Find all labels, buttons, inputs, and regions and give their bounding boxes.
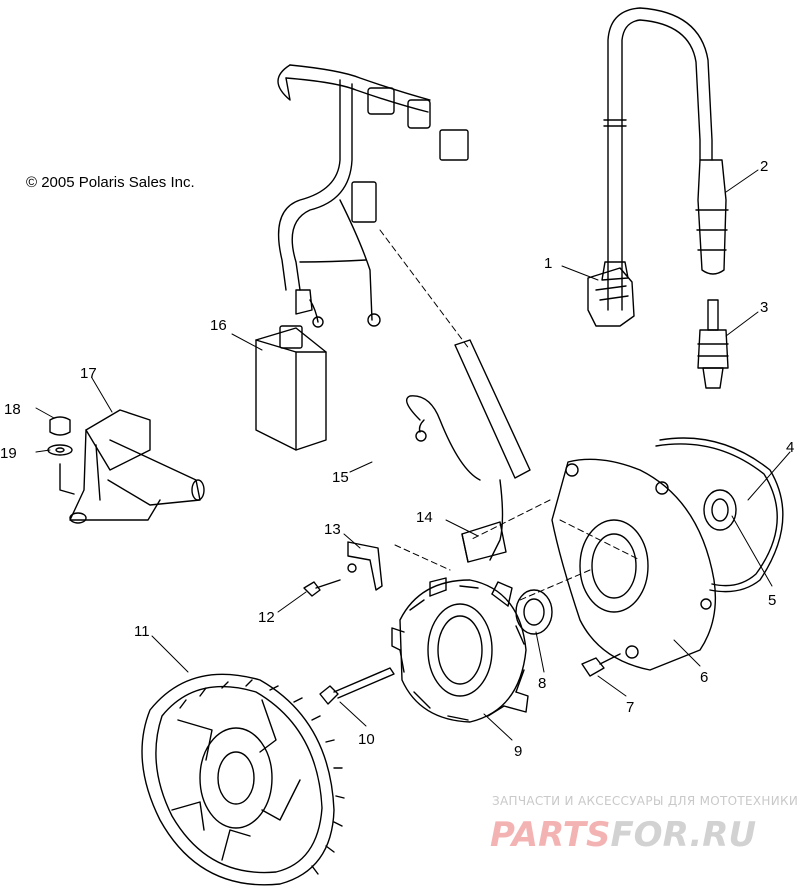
callout-19: 19	[0, 445, 17, 462]
flywheel	[141, 673, 345, 886]
callout-5: 5	[768, 592, 776, 609]
callout-numbers: 1 2 3 4 5 6 7 8 9 10 11 12 13 14 15 16 1…	[0, 158, 794, 760]
stator-bolt	[319, 667, 395, 705]
callout-9: 9	[514, 743, 522, 760]
watermark-logo: PARTSFOR.RU	[490, 815, 756, 855]
bracket-and-screw	[303, 541, 383, 597]
plate-screw	[581, 653, 621, 677]
callout-18: 18	[4, 401, 21, 418]
watermark: ЗАПЧАСТИ И АКСЕССУАРЫ ДЛЯ МОТОТЕХНИКИ PA…	[490, 794, 798, 855]
spark-plug-wire	[603, 7, 729, 311]
callout-3: 3	[760, 299, 768, 316]
callout-10: 10	[358, 731, 375, 748]
callout-leaders	[35, 169, 791, 741]
callout-17: 17	[80, 365, 97, 382]
assembly-guide-lines	[379, 229, 641, 601]
watermark-tagline: ЗАПЧАСТИ И АКСЕССУАРЫ ДЛЯ МОТОТЕХНИКИ	[492, 794, 798, 808]
callout-15: 15	[332, 469, 349, 486]
callout-14: 14	[416, 509, 433, 526]
crank-seal	[703, 489, 737, 531]
watermark-logo-part2: FOR.RU	[610, 815, 756, 855]
cdi-module	[255, 325, 327, 451]
callout-13: 13	[324, 521, 341, 538]
callout-16: 16	[210, 317, 227, 334]
callout-11: 11	[134, 623, 150, 640]
watermark-logo-part1: PARTS	[490, 815, 610, 855]
pickup-sensor-and-lead	[406, 339, 531, 563]
copyright-text: © 2005 Polaris Sales Inc.	[26, 174, 195, 191]
stator-plate	[551, 458, 717, 671]
o-ring	[655, 437, 784, 593]
callout-1: 1	[544, 255, 552, 272]
callout-6: 6	[700, 669, 708, 686]
ignition-coil	[587, 261, 635, 327]
starter-solenoid-assembly	[47, 409, 205, 524]
callout-2: 2	[760, 158, 768, 175]
wiring-harness	[277, 64, 469, 328]
spark-plug	[697, 299, 729, 389]
stator-coil	[391, 577, 529, 723]
callout-12: 12	[258, 609, 275, 626]
callout-8: 8	[538, 675, 546, 692]
callout-4: 4	[786, 439, 794, 456]
callout-7: 7	[626, 699, 634, 716]
